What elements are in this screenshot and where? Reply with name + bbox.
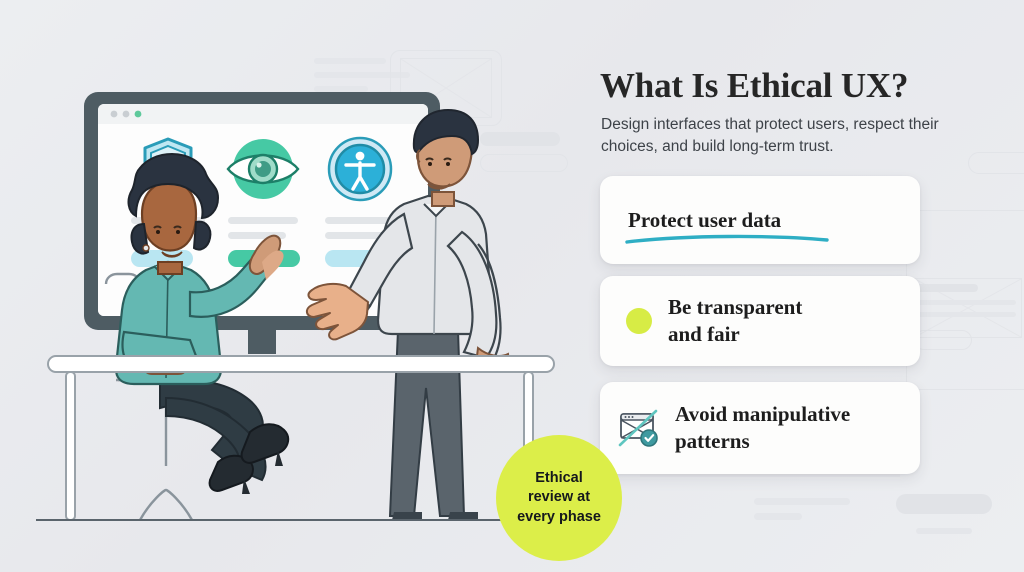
card-label-line2: and fair (668, 322, 740, 346)
principle-card-be-transparent-and-fair[interactable]: Be transparent and fair (600, 276, 920, 366)
badge-line1: Ethical (535, 469, 583, 486)
principle-card-avoid-manipulative-patterns[interactable]: Avoid manipulative patterns (600, 382, 920, 474)
page-title: What Is Ethical UX? (600, 66, 909, 106)
lime-dot-icon (626, 308, 652, 334)
card-content: Be transparent and fair (668, 294, 802, 348)
blocked-window-icon (618, 409, 658, 447)
page-subtitle: Design interfaces that protect users, re… (601, 115, 939, 155)
card-content: Avoid manipulative patterns (675, 401, 850, 455)
card-label: Protect user data (628, 207, 782, 232)
card-label-line1: Be transparent (668, 295, 803, 320)
content-panel: What Is Ethical UX? Design interfaces th… (600, 0, 1024, 572)
card-label-line2: patterns (675, 429, 750, 453)
badge-content: Ethical review at every phase (517, 469, 601, 528)
badge-line3: every phase (517, 508, 601, 525)
card-content: Protect user data (625, 207, 829, 244)
badge-line2: review at (527, 489, 591, 506)
office-illustration (36, 92, 596, 521)
teal-underline-icon (625, 234, 829, 244)
principle-card-protect-user-data[interactable]: Protect user data (600, 176, 920, 264)
ethical-review-badge[interactable]: Ethical review at every phase (496, 435, 622, 561)
card-label-line1: Avoid manipulative (675, 402, 851, 427)
